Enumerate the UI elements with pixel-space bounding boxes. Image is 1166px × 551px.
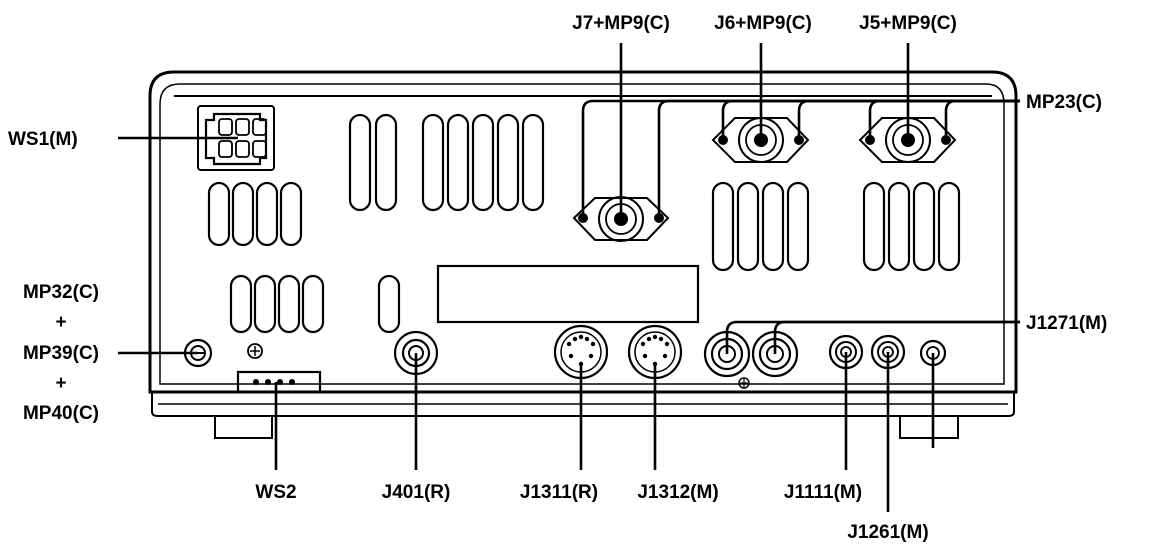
label-j1111: J1111(M) xyxy=(784,482,862,503)
label-ws1: WS1(M) xyxy=(8,129,78,150)
label-mp32: MP32(C) xyxy=(23,282,99,303)
vent-slots xyxy=(207,113,961,334)
label-j7: J7+MP9(C) xyxy=(572,13,670,34)
label-j6: J6+MP9(C) xyxy=(714,13,812,34)
label-mp23: MP23(C) xyxy=(1026,92,1102,113)
leader-mp23-3 xyxy=(721,99,1020,140)
leader-j1271-1 xyxy=(725,320,1020,354)
leader-mp23-4 xyxy=(797,99,1020,140)
label-ws2: WS2 xyxy=(255,482,296,503)
leader-mp23-2 xyxy=(657,99,1020,218)
label-j1311: J1311(R) xyxy=(520,482,598,503)
leader-j1271-2 xyxy=(773,320,1020,354)
screw-icon xyxy=(738,377,750,389)
label-plate xyxy=(436,264,700,324)
label-j401: J401(R) xyxy=(382,482,451,503)
leader-lines xyxy=(118,43,1020,512)
label-mp40: MP40(C) xyxy=(23,403,99,424)
screw-icon xyxy=(247,343,263,359)
label-j1271: J1271(M) xyxy=(1026,313,1107,334)
label-j1261: J1261(M) xyxy=(847,522,928,543)
leader-mp23-5 xyxy=(868,99,1020,140)
leader-mp23-6 xyxy=(944,99,1020,140)
foot-left xyxy=(214,416,273,439)
label-j1312: J1312(M) xyxy=(637,482,718,503)
label-mp39: MP39(C) xyxy=(23,343,99,364)
label-j5: J5+MP9(C) xyxy=(859,13,957,34)
labels: J7+MP9(C) J6+MP9(C) J5+MP9(C) MP23(C) WS… xyxy=(8,13,1107,543)
foot-right xyxy=(899,416,959,439)
leader-mp23-1 xyxy=(581,99,1020,218)
label-plus-1: + xyxy=(55,312,66,333)
ws2-socket xyxy=(236,370,322,394)
label-plus-2: + xyxy=(55,373,66,394)
